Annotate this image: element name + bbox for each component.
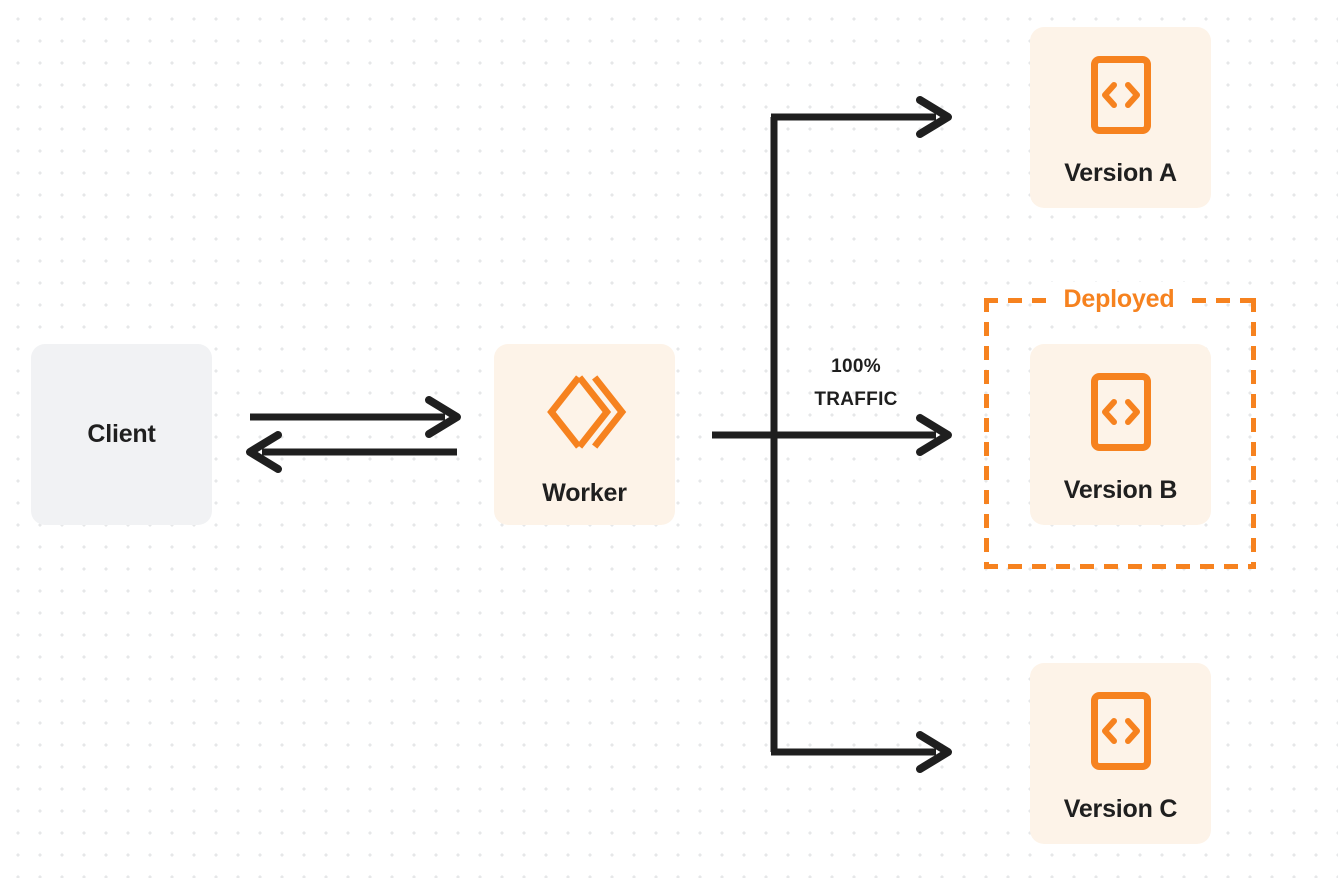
version-a-label: Version A — [1064, 159, 1177, 187]
arrow-to-version-c — [771, 731, 952, 773]
traffic-label: 100% TRAFFIC — [766, 350, 946, 416]
traffic-caption: TRAFFIC — [814, 389, 898, 410]
deployed-label: Deployed — [1046, 282, 1192, 316]
arrow-worker-to-client — [246, 431, 457, 473]
arrow-client-to-worker — [250, 396, 461, 438]
version-c-node[interactable]: Version C — [1030, 663, 1211, 844]
deployed-border-bottom — [984, 564, 1256, 569]
worker-label: Worker — [542, 479, 627, 507]
deployed-group: Deployed — [984, 282, 1256, 569]
traffic-percent: 100% — [831, 356, 881, 377]
code-document-icon — [1090, 55, 1152, 135]
version-c-label: Version C — [1063, 795, 1178, 823]
arrow-to-version-b — [774, 414, 952, 456]
code-document-icon — [1090, 691, 1152, 771]
deployed-border-top-right — [1192, 298, 1256, 303]
client-label: Client — [87, 420, 156, 448]
deployed-border-top-left — [984, 298, 1046, 303]
version-b-node[interactable]: Version B — [1030, 344, 1211, 525]
version-b-label: Version B — [1063, 476, 1178, 504]
code-document-icon — [1090, 372, 1152, 452]
version-a-node[interactable]: Version A — [1030, 27, 1211, 208]
deployed-border-left — [984, 298, 989, 569]
cloudflare-workers-icon — [543, 370, 627, 454]
arrow-to-version-a — [771, 96, 952, 138]
worker-node[interactable]: Worker — [494, 344, 675, 525]
deployed-border-right — [1251, 298, 1256, 569]
client-node[interactable]: Client — [31, 344, 212, 525]
